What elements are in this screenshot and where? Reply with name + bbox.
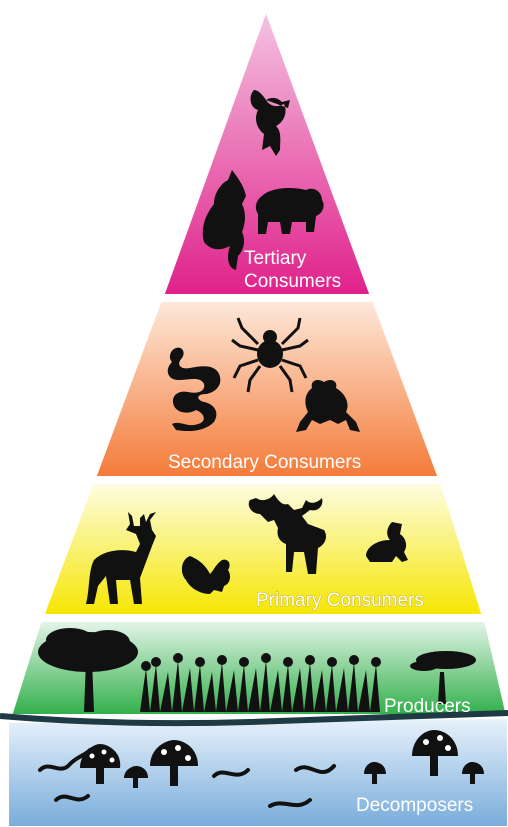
- acacia-tree-icon: [410, 651, 476, 704]
- deer-icon: [86, 512, 156, 604]
- decomposers-label: Decomposers: [356, 795, 473, 816]
- frog-icon: [296, 380, 360, 432]
- tertiary-label-line2: Consumers: [244, 271, 341, 292]
- snake-icon: [167, 347, 221, 432]
- level-producers: [7, 618, 508, 718]
- bear-icon: [255, 188, 324, 234]
- tertiary-label-line1: Tertiary: [244, 248, 307, 269]
- secondary-label: Secondary Consumers: [168, 452, 361, 473]
- spider-icon: [231, 317, 309, 393]
- level-decomposers: [0, 710, 508, 827]
- mushroom-icon: [80, 730, 484, 788]
- squirrel-icon: [181, 556, 231, 594]
- eagle-icon: [250, 90, 290, 156]
- tier-producers-band: [7, 618, 508, 718]
- producers-label: Producers: [384, 696, 471, 717]
- primary-label: Primary Consumers: [256, 590, 424, 611]
- tree-icon: [38, 628, 138, 712]
- level-secondary: [91, 298, 443, 480]
- wolf-icon: [202, 170, 246, 270]
- ground-line: [0, 710, 508, 727]
- rabbit-icon: [366, 522, 408, 562]
- tier-secondary-band: [91, 298, 443, 480]
- moose-icon: [248, 494, 326, 574]
- worm-icon: [38, 748, 336, 808]
- plants-icon: [140, 653, 381, 712]
